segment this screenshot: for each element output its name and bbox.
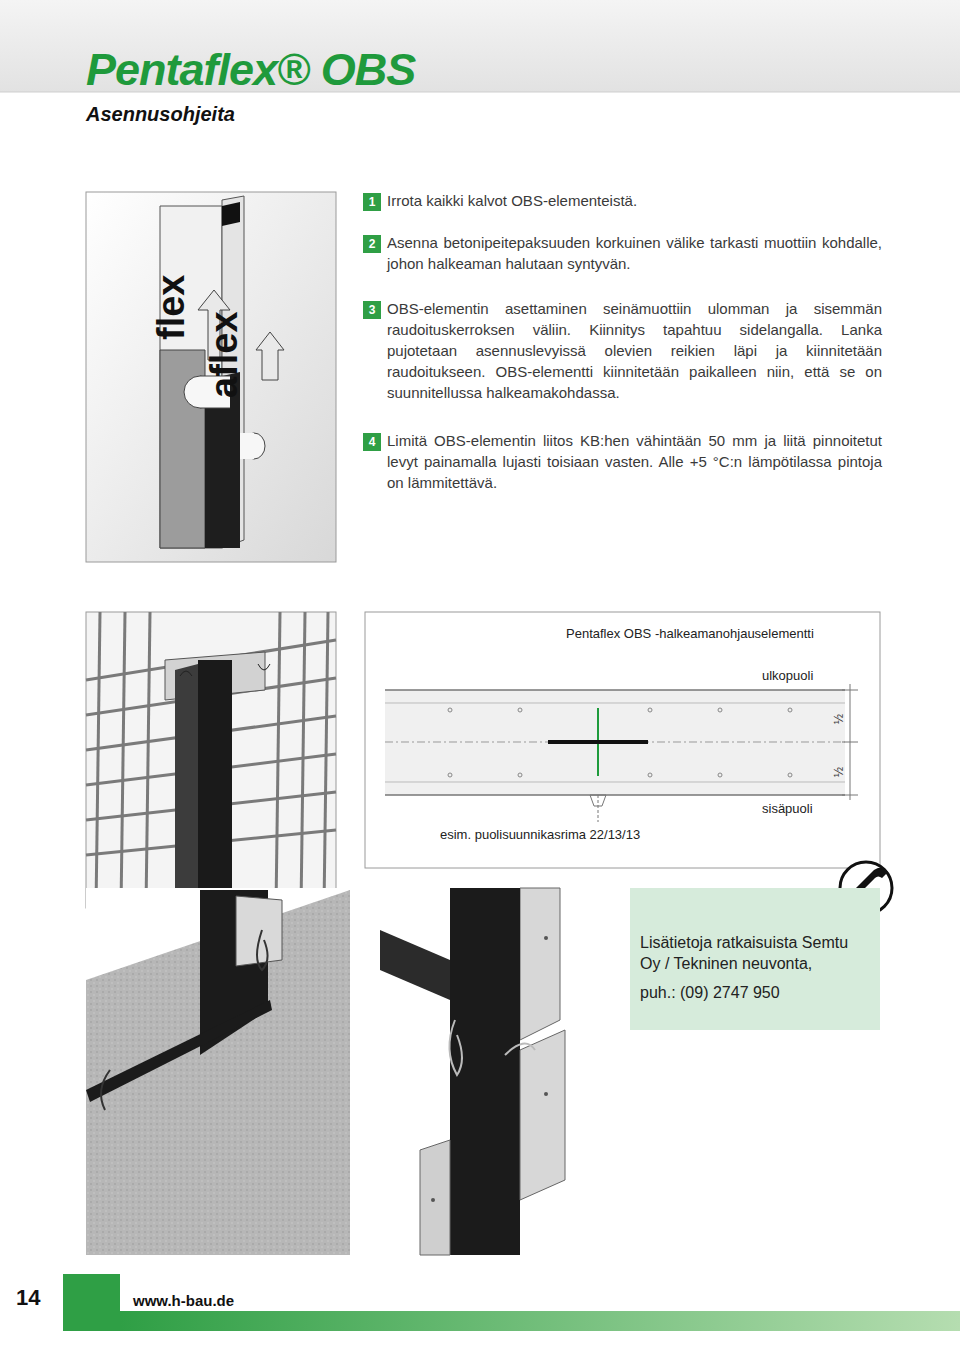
subtitle: Asennusohjeita	[86, 103, 235, 126]
page-title: Pentaflex® OBS	[86, 44, 415, 96]
joint-overlap-illustration	[365, 888, 610, 1255]
website-url: www.h-bau.de	[133, 1292, 234, 1309]
info-text: Lisätietoja ratkaisuista Semtu Oy / Tekn…	[640, 932, 866, 974]
step-number-box: 1	[363, 193, 381, 211]
step-text: Irrota kaikki kalvot OBS-elementeistä.	[387, 190, 882, 211]
info-box: Lisätietoja ratkaisuista Semtu Oy / Tekn…	[630, 888, 880, 1030]
step-number-box: 3	[363, 301, 381, 319]
floor-joint-illustration	[86, 888, 350, 1255]
cross-section-drawing	[365, 612, 880, 868]
step-text: OBS-elementin asettaminen seinämuottiin …	[387, 298, 882, 403]
info-text: puh.: (09) 2747 950	[640, 982, 866, 1003]
step-text: Asenna betonipeitepaksuuden korkuinen vä…	[387, 232, 882, 274]
step-number: 2	[369, 237, 376, 251]
dimension-label: ½	[832, 714, 846, 724]
footer-bar	[120, 1311, 960, 1331]
step-number: 3	[369, 303, 376, 317]
step-text: Limitä OBS-elementin liitos KB:hen vähin…	[387, 430, 882, 493]
side-label: sisäpuoli	[762, 801, 813, 816]
note-label: esim. puolisuunnikasrima 22/13/13	[440, 827, 640, 842]
side-label: ulkopuoli	[762, 668, 813, 683]
step-number: 1	[369, 195, 376, 209]
step-number-box: 2	[363, 235, 381, 253]
footer-square	[63, 1274, 120, 1331]
step-number: 4	[369, 435, 376, 449]
page-number: 14	[16, 1285, 40, 1311]
brand-print: aflex	[203, 311, 246, 398]
step-number-box: 4	[363, 433, 381, 451]
reinforcement-illustration	[86, 612, 336, 908]
foil-removal-illustration	[86, 192, 336, 562]
diagram-heading: Pentaflex OBS -halkeamanohjauselementti	[566, 626, 814, 641]
brand-print: flex	[150, 275, 193, 340]
dimension-label: ½	[832, 767, 846, 777]
